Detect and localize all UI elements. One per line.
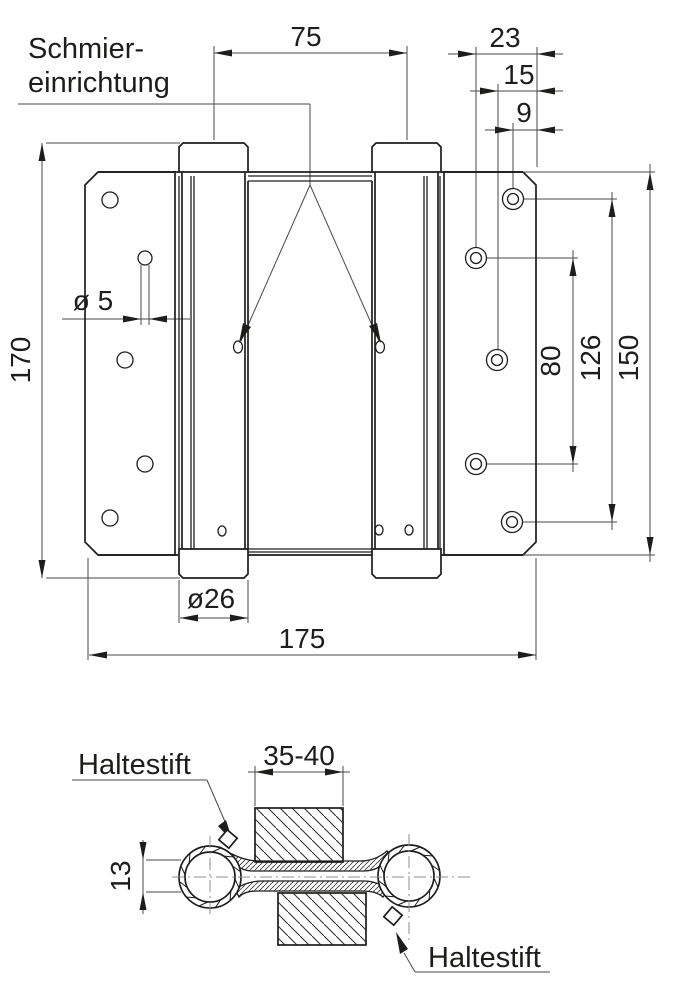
lubrication-hole-right (374, 340, 386, 354)
front-view (84, 142, 655, 579)
right-plate-holes (464, 187, 525, 534)
lubrication-hole-left (232, 340, 244, 354)
dim-height-overall: 170 (5, 337, 36, 384)
dim-leaf-stack: 13 (105, 860, 136, 891)
dim-edge-offset-b: 15 (503, 59, 534, 90)
holding-pin-right (382, 905, 404, 927)
dim-width-overall: 175 (279, 623, 326, 654)
dim-hole-span-a: 80 (535, 345, 566, 376)
right-bottom-cap (371, 548, 442, 579)
dim-edge-offset-c: 9 (516, 97, 532, 128)
left-plate (84, 171, 176, 556)
label-holding-pin-top: Haltestift (78, 749, 191, 781)
label-holding-pin-bottom: Haltestift (428, 942, 541, 974)
right-top-cap (371, 142, 442, 173)
door-section-lower (277, 892, 367, 946)
dim-edge-offset-a: 23 (489, 22, 520, 53)
left-plate-holes (101, 191, 154, 527)
dim-barrel-dia: ø26 (187, 583, 235, 614)
dim-door-thickness: 35-40 (263, 740, 335, 771)
right-plate (443, 171, 537, 556)
left-bottom-cap (178, 548, 249, 579)
label-lubrication-line2: einrichtung (28, 67, 170, 99)
left-top-cap (178, 142, 249, 173)
dim-plate-height: 150 (613, 335, 644, 382)
label-lubrication-line1: Schmier- (28, 33, 144, 65)
lower-leaf-section (234, 880, 389, 899)
holding-pin-left (217, 828, 239, 850)
door-section-upper (254, 807, 344, 863)
arrowheads-front (38, 49, 654, 659)
section-view (72, 766, 550, 973)
dim-spring-spacing: 75 (290, 21, 321, 52)
dim-hole-span-b: 126 (575, 335, 606, 382)
dim-pin-hole-dia: ø 5 (73, 285, 113, 316)
text-labels: Schmier- einrichtung 75 23 15 9 170 ø 5 … (5, 21, 644, 974)
